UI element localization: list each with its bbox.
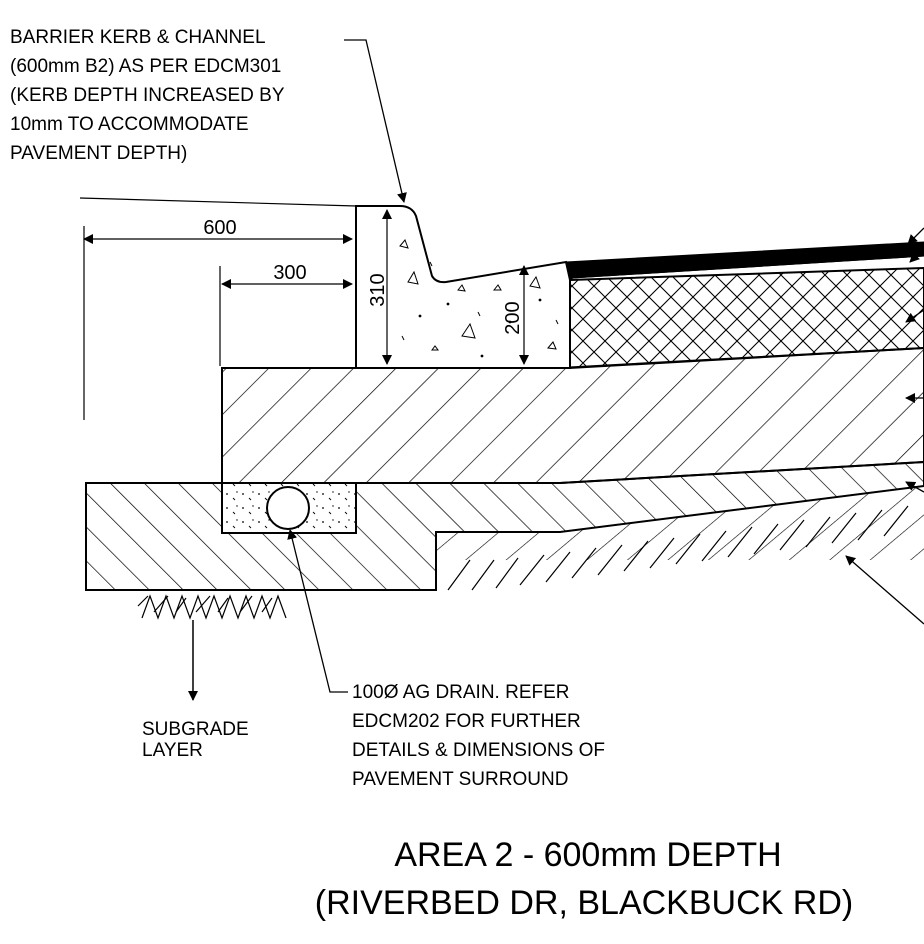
drawing-title: AREA 2 - 600mm DEPTH (RIVERBED DR, BLACK… [315, 836, 853, 922]
subgrade-note: SUBGRADE LAYER [142, 719, 249, 761]
svg-text:AREA 2 - 600mm DEPTH: AREA 2 - 600mm DEPTH [394, 836, 781, 874]
drain-leader [287, 529, 348, 693]
ag-drain-pipe [266, 486, 310, 530]
svg-text:PAVEMENT SURROUND: PAVEMENT SURROUND [352, 769, 568, 790]
svg-text:(600mm B2) AS PER EDCM301: (600mm B2) AS PER EDCM301 [10, 56, 281, 77]
svg-text:SUBGRADE: SUBGRADE [142, 719, 249, 740]
kerb-note: BARRIER KERB & CHANNEL (600mm B2) AS PER… [10, 27, 285, 164]
kerb-leader [344, 39, 407, 203]
dimension-300: 300 [219, 262, 353, 366]
dim-200-label: 200 [502, 301, 524, 334]
drain-note: 100Ø AG DRAIN. REFER EDCM202 FOR FURTHER… [352, 682, 605, 790]
kerb-aggregate-marks [399, 239, 559, 358]
svg-text:EDCM202 FOR FURTHER: EDCM202 FOR FURTHER [352, 711, 581, 732]
svg-text:LAYER: LAYER [142, 740, 203, 761]
svg-text:(RIVERBED DR, BLACKBUCK RD): (RIVERBED DR, BLACKBUCK RD) [315, 884, 853, 922]
ground-hatch-strip [447, 505, 909, 591]
svg-text:10mm TO ACCOMMODATE: 10mm TO ACCOMMODATE [10, 114, 249, 135]
dim-300-label: 300 [273, 262, 306, 284]
right-leaders [845, 227, 924, 625]
dimension-200: 200 [502, 265, 529, 365]
dimension-600: 600 [83, 217, 353, 420]
svg-text:BARRIER KERB & CHANNEL: BARRIER KERB & CHANNEL [10, 27, 266, 48]
dim-310-label: 310 [367, 273, 389, 306]
svg-text:100Ø AG DRAIN. REFER: 100Ø AG DRAIN. REFER [352, 682, 570, 703]
dimension-310: 310 [367, 209, 392, 365]
svg-text:DETAILS & DIMENSIONS OF: DETAILS & DIMENSIONS OF [352, 740, 605, 761]
dim-600-label: 600 [203, 217, 236, 239]
subgrade-symbol [137, 594, 287, 620]
svg-text:(KERB DEPTH INCREASED BY: (KERB DEPTH INCREASED BY [10, 85, 285, 106]
svg-text:PAVEMENT DEPTH): PAVEMENT DEPTH) [10, 143, 187, 164]
